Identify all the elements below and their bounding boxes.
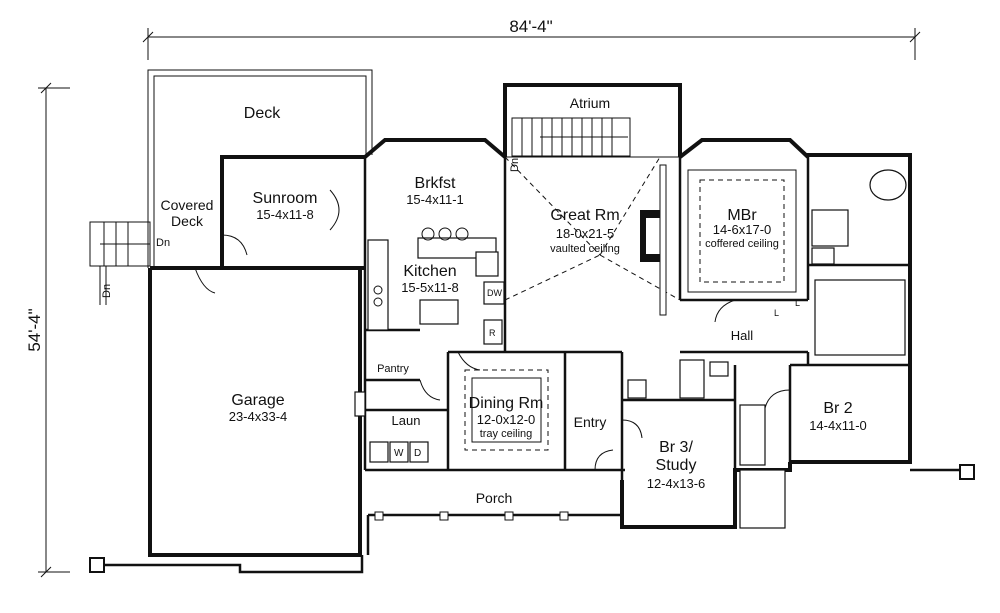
left-stair <box>89 221 151 305</box>
room-laun: Laun <box>392 413 421 428</box>
room-deck: Deck <box>244 105 281 122</box>
kitchen-size: 15-5x11-8 <box>401 280 459 295</box>
br2-label: Br 2 <box>823 400 852 417</box>
deck-outline <box>147 69 373 268</box>
porch-columns <box>89 464 975 574</box>
linen-label-1: L <box>774 308 779 318</box>
atrium-label: Atrium <box>570 95 610 111</box>
room-br3: Br 3/ Study 12-4x13-6 <box>647 439 706 491</box>
garage-label: Garage <box>231 392 284 409</box>
dn-label-deck: Dn <box>156 237 170 249</box>
mbr-coffered-ceiling <box>687 169 797 293</box>
dimension-depth: 54'-4" <box>25 82 70 578</box>
dn-label-atrium: Dn <box>509 158 521 172</box>
mbr-note: coffered ceiling <box>705 238 779 250</box>
kitchen-fixtures <box>367 227 505 345</box>
dimension-width: 84'-4" <box>142 17 921 60</box>
width-dimension-label: 84'-4" <box>509 17 552 36</box>
brkfst-size: 15-4x11-1 <box>406 192 464 207</box>
dining-rm-note: tray ceiling <box>480 428 533 440</box>
room-mbr: MBr 14-6x17-0 coffered ceiling <box>705 207 779 250</box>
closets <box>739 279 906 529</box>
sunroom-label: Sunroom <box>253 190 318 207</box>
great-room-vault-lines <box>504 156 681 301</box>
dining-rm-label: Dining Rm <box>469 395 544 412</box>
dishwasher-label: DW <box>487 288 502 298</box>
hall-label: Hall <box>731 328 754 343</box>
room-sunroom: Sunroom 15-4x11-8 <box>253 190 318 222</box>
entry-label: Entry <box>574 414 607 430</box>
garage-size: 23-4x33-4 <box>229 409 288 424</box>
br2-size: 14-4x11-0 <box>809 418 867 433</box>
pantry-label: Pantry <box>377 363 409 375</box>
room-porch: Porch <box>476 490 513 506</box>
dn-label-stair: Dn <box>101 284 113 298</box>
room-garage: Garage 23-4x33-4 <box>229 392 288 424</box>
refrigerator-label: R <box>489 328 496 338</box>
fixture-labels: Dn Dn Dn DW R W D L L <box>101 158 800 459</box>
hall-bath-fixtures <box>627 359 729 399</box>
br3-size: 12-4x13-6 <box>647 476 706 491</box>
brkfst-label: Brkfst <box>415 175 456 192</box>
room-great-rm: Great Rm 18-0x21-5 vaulted ceiling <box>550 207 620 255</box>
doors <box>194 189 791 471</box>
room-br2: Br 2 14-4x11-0 <box>809 400 867 433</box>
room-pantry: Pantry <box>377 363 409 375</box>
laun-label: Laun <box>392 413 421 428</box>
great-rm-note: vaulted ceiling <box>550 243 620 255</box>
br3-label-line1: Br 3/ <box>659 439 693 456</box>
sunroom-size: 15-4x11-8 <box>256 207 314 222</box>
kitchen-label: Kitchen <box>403 263 456 280</box>
room-entry: Entry <box>574 414 607 430</box>
covered-deck-label-line2: Deck <box>171 213 204 229</box>
dining-tray-ceiling <box>464 369 549 451</box>
dining-rm-size: 12-0x12-0 <box>477 412 536 427</box>
great-rm-label: Great Rm <box>550 207 619 224</box>
fireplace <box>640 164 667 316</box>
covered-deck-label-line1: Covered <box>161 197 214 213</box>
linen-label-2: L <box>795 298 800 308</box>
washer-label: W <box>394 448 404 459</box>
room-covered-deck: Covered Deck <box>161 197 214 229</box>
room-dining-rm: Dining Rm 12-0x12-0 tray ceiling <box>469 395 544 440</box>
room-kitchen: Kitchen 15-5x11-8 <box>401 263 459 295</box>
room-atrium: Atrium <box>570 95 610 111</box>
depth-dimension-label: 54'-4" <box>25 308 44 351</box>
porch-label: Porch <box>476 490 513 506</box>
laundry-fixtures <box>354 391 429 463</box>
atrium-stair <box>505 117 680 158</box>
br3-label-line2: Study <box>656 457 697 474</box>
deck-label: Deck <box>244 105 281 122</box>
mbr-size: 14-6x17-0 <box>713 222 772 237</box>
dryer-label: D <box>414 448 421 459</box>
great-rm-size: 18-0x21-5 <box>556 226 615 241</box>
mbr-label: MBr <box>727 207 757 224</box>
interior-walls <box>363 157 910 480</box>
room-hall: Hall <box>731 328 754 343</box>
room-brkfst: Brkfst 15-4x11-1 <box>406 175 464 207</box>
master-bath-fixtures <box>811 169 907 265</box>
